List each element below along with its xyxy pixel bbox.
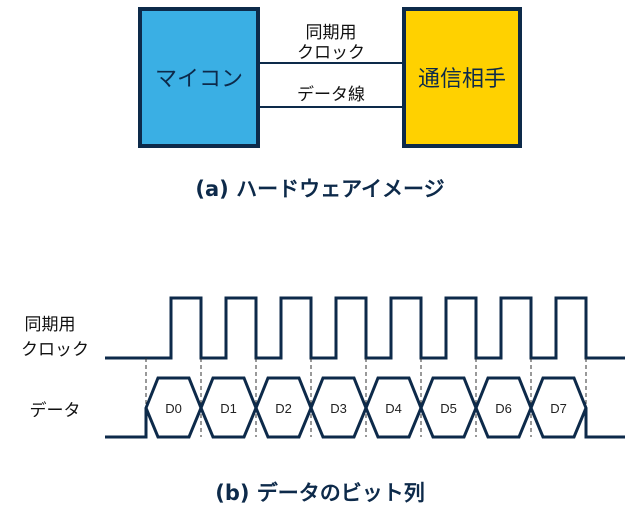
- data-bit-label: D4: [385, 401, 402, 416]
- data-line-label: データ線: [297, 84, 365, 105]
- mcu-label: マイコン: [155, 67, 243, 92]
- data-bit-label: D1: [220, 401, 237, 416]
- data-bit-label: D6: [495, 401, 512, 416]
- data-idle-end: [584, 408, 625, 439]
- data-bit-cell: [529, 376, 588, 439]
- clock-line-label-1: 同期用: [306, 23, 357, 43]
- clock-label-1: 同期用: [25, 315, 76, 335]
- partner-label: 通信相手: [418, 67, 506, 92]
- clock-line-label-2: クロック: [297, 43, 365, 63]
- data-bit-label: D7: [550, 401, 567, 416]
- partner-box: [402, 7, 522, 148]
- caption-b: (b) データのビット列: [215, 481, 425, 505]
- caption-a: (a) ハードウェアイメージ: [195, 177, 444, 201]
- timing-chart: D0 D1 D2 D3 D4 D5 D6 D7: [105, 296, 625, 439]
- clock-label-2: クロック: [21, 340, 89, 360]
- data-idle-start: [105, 408, 148, 439]
- mcu-box: [138, 7, 260, 148]
- data-bit-label: D0: [165, 401, 182, 416]
- clock-waveform: [105, 296, 625, 360]
- data-label: データ: [30, 400, 81, 421]
- data-bit-label: D5: [440, 401, 457, 416]
- data-bit-label: D3: [330, 401, 347, 416]
- data-bit-label: D2: [275, 401, 292, 416]
